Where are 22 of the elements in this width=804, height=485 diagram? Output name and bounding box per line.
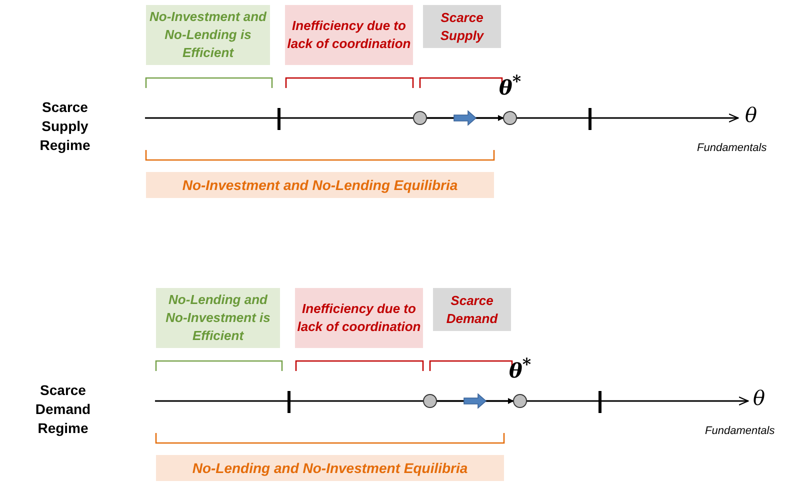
efficient-region-label: No-Lending and No-Investment is Efficient: [156, 288, 280, 348]
axis-variable-label: θ: [753, 386, 766, 410]
efficient-region-label: No-Investment and No-Lending is Efficient: [146, 5, 270, 65]
axis-title: Fundamentals: [705, 425, 775, 437]
circle-marker: [513, 394, 527, 408]
axis-title: Fundamentals: [697, 142, 767, 154]
equilibria-region-label: No-Lending and No-Investment Equilibria: [156, 455, 504, 481]
circle-marker: [423, 394, 437, 408]
inefficiency-region-label: Inefficiency due to lack of coordination: [285, 5, 413, 65]
equilibria-region-label: No-Investment and No-Lending Equilibria: [146, 172, 494, 198]
regime-label: Scarce Supply Regime: [38, 98, 92, 155]
regime-label: Scarce Demand Regime: [34, 381, 92, 438]
circle-marker: [503, 111, 517, 125]
scarcity-region-label: Scarce Demand: [433, 288, 511, 331]
arrow: [437, 393, 514, 409]
threshold-label: θ$^{*}$: [499, 71, 522, 100]
threshold-label: θ$^{*}$: [509, 354, 532, 383]
circle-marker: [413, 111, 427, 125]
inefficiency-region-label: Inefficiency due to lack of coordination: [295, 288, 423, 348]
axis-variable-label: θ: [745, 103, 758, 127]
scarcity-region-label: Scarce Supply: [423, 5, 501, 48]
arrow: [427, 110, 504, 126]
